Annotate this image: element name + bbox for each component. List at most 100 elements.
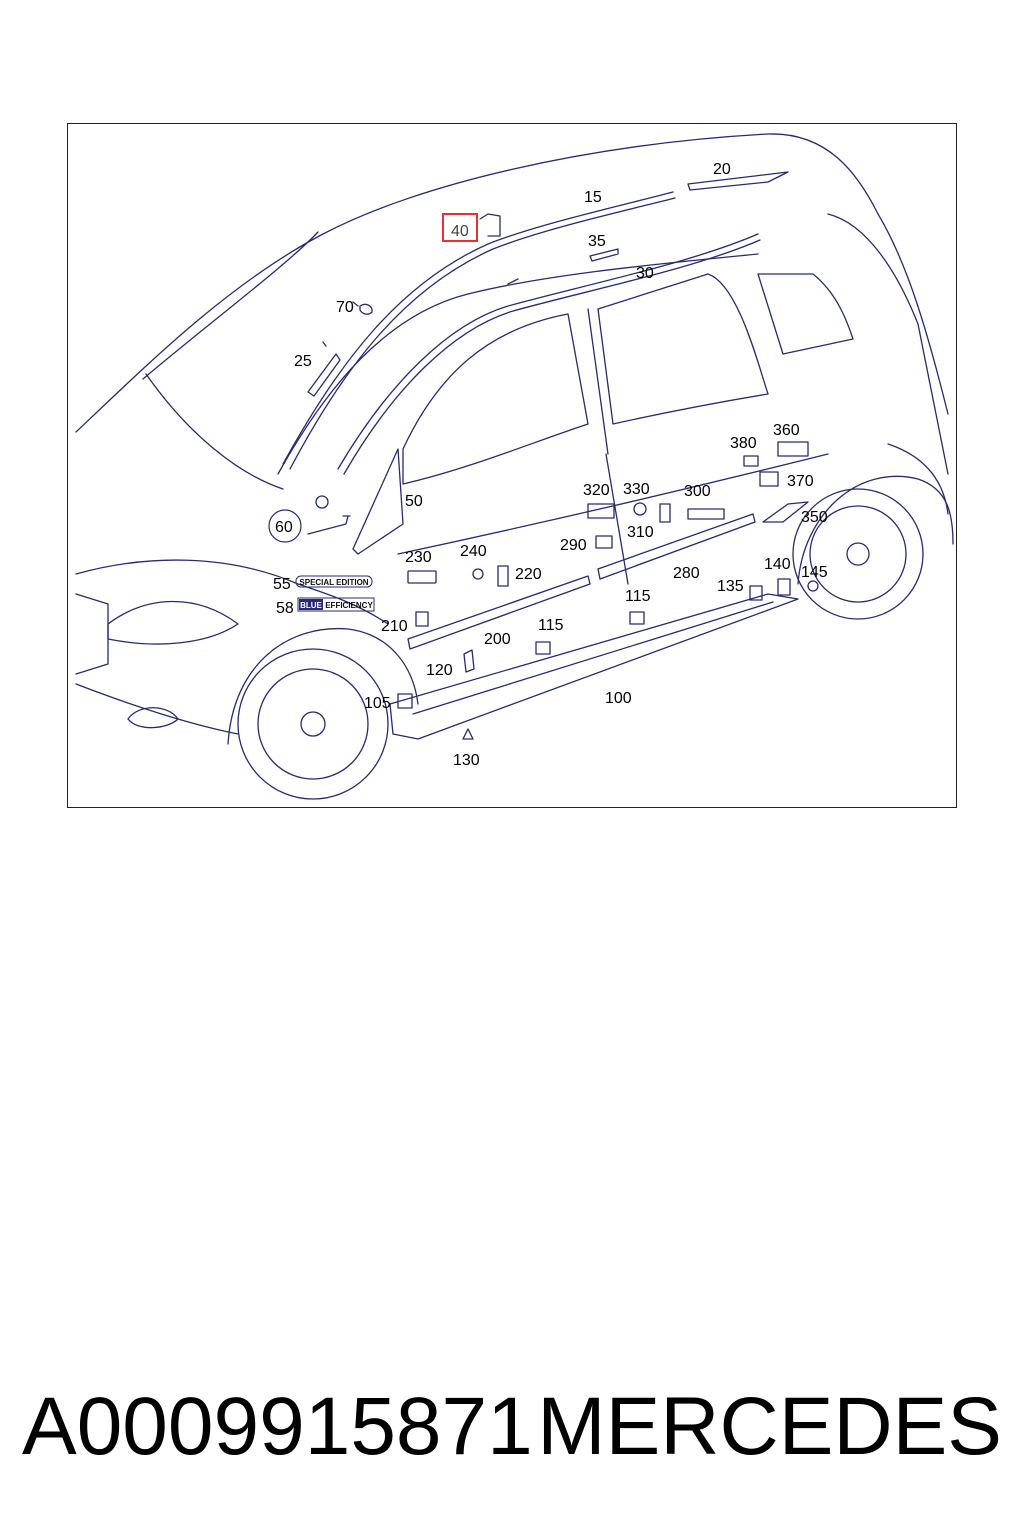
front-wheel-hub — [300, 711, 326, 737]
headlight — [107, 600, 239, 645]
clip-210 — [415, 611, 429, 627]
clip-115-a — [535, 641, 551, 655]
a-pillar — [277, 253, 759, 475]
fog-light — [127, 707, 179, 729]
badge-special-edition — [295, 575, 373, 588]
badge-blue-efficiency — [297, 597, 375, 612]
front-wheel-rim — [257, 668, 369, 780]
door-seam-2 — [605, 453, 629, 585]
roof-rail-20 — [687, 171, 789, 191]
pillar-trim-50 — [352, 448, 404, 555]
front-bumper — [75, 683, 239, 735]
rear-hatch — [827, 213, 949, 475]
clip-35 — [589, 248, 619, 262]
callout-15: 15 — [584, 189, 602, 206]
side-sill-inner — [412, 601, 774, 715]
trim-strip-200 — [407, 575, 591, 650]
callout-370: 370 — [787, 473, 814, 490]
clip-120 — [463, 649, 475, 673]
rear-wheel-outer — [792, 488, 924, 620]
clip-105 — [397, 693, 413, 709]
side-sill-100 — [389, 593, 799, 740]
clip-380 — [743, 455, 759, 467]
callout-35: 35 — [588, 233, 606, 250]
callout-350: 350 — [801, 509, 828, 526]
door-bottom-line — [397, 453, 829, 555]
door-seam-1 — [587, 308, 609, 455]
callout-310: 310 — [627, 524, 654, 541]
clip-240 — [472, 568, 484, 580]
callout-30: 30 — [636, 265, 654, 282]
badge-efficiency-text: EFFICIENCY — [325, 601, 373, 610]
car-roof-line — [75, 133, 949, 433]
callout-70: 70 — [336, 299, 354, 316]
brand-name: MERCEDES — [537, 1381, 1002, 1472]
callout-320: 320 — [583, 482, 610, 499]
caption-bar: A0009915871 MERCEDES — [0, 1372, 1024, 1482]
front-wheel-arch — [227, 627, 419, 745]
callout-290: 290 — [560, 537, 587, 554]
clip-130 — [462, 728, 474, 740]
callout-380: 380 — [730, 435, 757, 452]
callout-360: 360 — [773, 422, 800, 439]
clip-330 — [633, 502, 647, 516]
rear-quarter-window — [757, 273, 854, 355]
parts-diagram-frame: SPECIAL EDITION BLUE EFFICIENCY 15 20 40… — [67, 123, 957, 808]
badge-special-edition-text: SPECIAL EDITION — [299, 578, 368, 587]
badge-blue-box — [299, 599, 323, 610]
callout-145: 145 — [801, 564, 828, 581]
front-wheel-outer — [237, 648, 389, 800]
rear-wheel-hub — [846, 542, 870, 566]
clip-310 — [659, 503, 671, 523]
callout-300: 300 — [684, 483, 711, 500]
clip-300 — [687, 508, 725, 520]
callout-105: 105 — [364, 695, 391, 712]
callout-280: 280 — [673, 565, 700, 582]
callout-20: 20 — [713, 161, 731, 178]
callout-55: 55 — [273, 576, 291, 593]
badge-blue-text: BLUE — [300, 601, 322, 610]
roof-rail-30-inner — [343, 239, 761, 475]
leader-lines — [322, 278, 519, 347]
callout-135: 135 — [717, 578, 744, 595]
clip-370 — [759, 471, 779, 487]
clip-290 — [595, 535, 613, 549]
callout-40: 40 — [451, 223, 469, 240]
clip-230 — [407, 570, 437, 584]
clip-70 — [359, 303, 373, 315]
callout-60: 60 — [275, 519, 293, 536]
clip-220 — [497, 565, 509, 587]
clip-145 — [807, 580, 819, 592]
clip-140 — [777, 578, 791, 596]
callout-50: 50 — [405, 493, 423, 510]
callout-210: 210 — [381, 618, 408, 635]
callout-25: 25 — [294, 353, 312, 370]
grille — [75, 593, 109, 675]
parts-diagram: SPECIAL EDITION BLUE EFFICIENCY 15 20 40… — [75, 133, 954, 800]
roof-rail-15 — [282, 191, 674, 465]
callout-200: 200 — [484, 631, 511, 648]
callout-58: 58 — [276, 600, 294, 617]
part-number: A0009915871 — [22, 1381, 533, 1472]
roof-rail-30 — [337, 233, 759, 470]
callout-140: 140 — [764, 556, 791, 573]
callout-220: 220 — [515, 566, 542, 583]
grommet-60 — [315, 495, 329, 509]
callout-330: 330 — [623, 481, 650, 498]
front-door-window — [402, 313, 589, 485]
clip-40 — [479, 213, 501, 237]
callout-130: 130 — [453, 752, 480, 769]
trim-strip-280 — [597, 513, 756, 580]
callout-115-a: 115 — [538, 617, 564, 634]
bracket-60 — [307, 515, 351, 535]
windshield-inner — [145, 373, 284, 490]
callout-60-circle — [268, 509, 302, 543]
clip-115-b — [629, 611, 645, 625]
rear-wheel-arch — [797, 475, 954, 585]
bracket-25 — [307, 353, 341, 397]
clip-360 — [777, 441, 809, 457]
clip-320 — [587, 503, 615, 519]
callout-120: 120 — [426, 662, 453, 679]
highlight-box-40 — [442, 213, 478, 242]
callout-115-b: 115 — [625, 588, 651, 605]
